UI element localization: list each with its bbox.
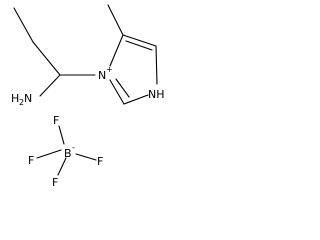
- bond-ethyl-ch3-ch2: [13, 7, 34, 43]
- cation-labels: H 2 N N + NH: [11, 65, 165, 107]
- bond-ch-nh2: [39, 74, 61, 97]
- bond-nh-c2: [123, 94, 149, 105]
- bond-b-f-top: [58, 125, 65, 145]
- amine-h-label: H: [11, 92, 19, 105]
- boron-label: B: [64, 147, 72, 160]
- ring-n-plus-charge: +: [106, 65, 113, 74]
- fluorine-bottom-label: F: [52, 176, 58, 189]
- bond-c2-n-plus: [109, 79, 125, 105]
- bond-c4-nh: [155, 45, 158, 85]
- bond-b-f-left: [36, 149, 62, 159]
- anion-labels: B - F F F F: [28, 114, 103, 189]
- anion-bonds: [36, 125, 97, 176]
- bond-c2-n-plus-double: [115, 78, 130, 98]
- bond-ch2-ch: [32, 41, 61, 76]
- amine-n-label: N: [24, 92, 32, 105]
- bond-b-f-bottom: [57, 157, 67, 176]
- chemical-structure: H 2 N N + NH B - F F F F: [11, 4, 165, 189]
- ring-nh-label: NH: [148, 88, 165, 101]
- fluorine-top-label: F: [53, 114, 59, 127]
- bond-c5-c4: [122, 34, 157, 47]
- ring-n-plus-label: N: [98, 69, 106, 82]
- fluorine-right-label: F: [97, 155, 103, 168]
- cation-bonds: [13, 4, 158, 105]
- bond-n-plus-c5: [109, 34, 124, 67]
- amine-subscript-label: 2: [19, 98, 24, 107]
- bond-c5-methyl: [107, 4, 124, 36]
- bond-c5-c4-double: [125, 40, 153, 51]
- boron-charge: -: [72, 143, 75, 152]
- bond-b-f-right: [75, 153, 97, 161]
- fluorine-left-label: F: [28, 154, 34, 167]
